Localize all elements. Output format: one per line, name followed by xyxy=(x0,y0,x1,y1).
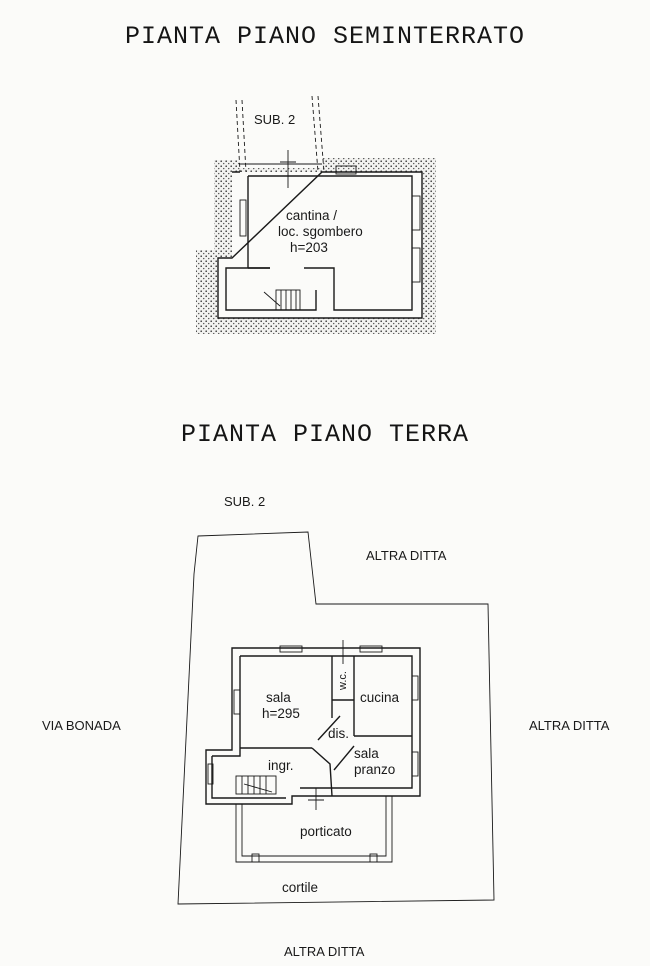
basement-room-height: h=203 xyxy=(290,240,328,255)
room-wc: w.c. xyxy=(337,671,349,690)
window-cucina-right xyxy=(411,675,419,701)
window-cucina-top xyxy=(359,645,383,653)
room-ingresso: ingr. xyxy=(268,758,294,773)
basement-window-right-1 xyxy=(411,195,421,231)
house-inner-wall xyxy=(211,655,413,799)
ground-stairs xyxy=(235,775,277,795)
street-label: VIA BONADA xyxy=(42,718,121,733)
ground-floor-plan xyxy=(177,531,495,905)
porticato-column-right xyxy=(369,853,378,863)
room-cucina: cucina xyxy=(360,690,400,705)
window-ingr-left xyxy=(207,763,214,785)
basement-window-top xyxy=(335,165,357,175)
window-sala-left xyxy=(233,689,241,715)
basement-window-left xyxy=(239,199,247,237)
entrance-door-mark xyxy=(308,788,324,810)
window-sala-top xyxy=(279,645,303,653)
basement-stairs xyxy=(263,289,301,311)
lot-boundary xyxy=(177,531,495,905)
dis-diagonal-walls xyxy=(317,715,355,771)
room-sala-height: h=295 xyxy=(262,706,300,721)
wall-ingr-dis xyxy=(311,747,333,797)
porticato-column-left xyxy=(251,853,260,863)
basement-plan xyxy=(196,95,436,334)
room-sala-pranzo-2: pranzo xyxy=(354,762,396,777)
porticato-outline xyxy=(235,796,393,863)
basement-door-mark xyxy=(280,150,296,188)
basement-sub2-passage xyxy=(235,95,325,173)
room-sala-pranzo: sala xyxy=(354,746,379,761)
neighbor-top-label: ALTRA DITTA xyxy=(366,548,447,563)
neighbor-bottom-label: ALTRA DITTA xyxy=(284,944,365,959)
ground-sub2-label: SUB. 2 xyxy=(224,494,266,509)
ground-floor-plan-title: PIANTA PIANO TERRA xyxy=(180,420,470,449)
neighbor-right-label: ALTRA DITTA xyxy=(529,718,610,733)
basement-sub2-label: SUB. 2 xyxy=(254,112,296,127)
basement-inner-wall xyxy=(225,175,413,311)
house-outer-wall xyxy=(205,647,421,805)
room-cortile: cortile xyxy=(282,880,319,895)
basement-earth-hatch xyxy=(196,158,436,334)
basement-plan-title: PIANTA PIANO SEMINTERRATO xyxy=(124,22,526,51)
room-dis: dis. xyxy=(328,726,350,741)
room-porticato: porticato xyxy=(300,824,352,839)
window-pranzo-right xyxy=(411,751,419,777)
basement-outer-wall xyxy=(217,171,423,319)
basement-room-name: cantina / xyxy=(286,208,338,223)
room-sala: sala xyxy=(266,690,291,705)
basement-room-name-2: loc. sgombero xyxy=(278,224,363,239)
basement-window-right-2 xyxy=(411,247,421,283)
